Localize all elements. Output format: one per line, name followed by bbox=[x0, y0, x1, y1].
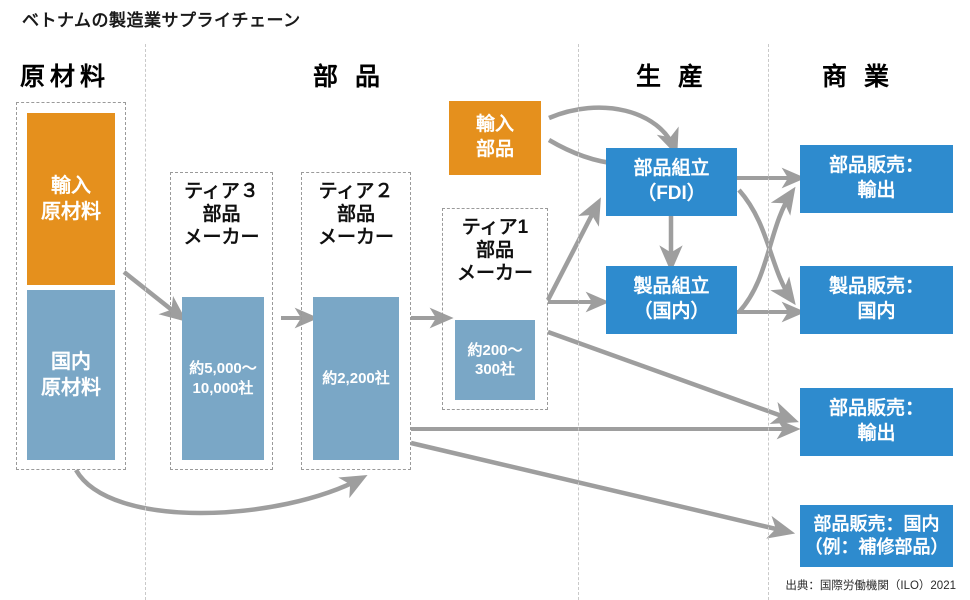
node-imported-parts[interactable]: 輸入 部品 bbox=[449, 101, 541, 175]
column-separator-2 bbox=[578, 44, 579, 600]
node-tier3-count[interactable]: 約5,000〜 10,000社 bbox=[182, 297, 264, 460]
node-product-sales-domestic[interactable]: 製品販売： 国内 bbox=[800, 266, 953, 334]
node-parts-sales-export-mid[interactable]: 部品販売： 輸出 bbox=[800, 388, 953, 456]
label-tier1: ティア1 部品 メーカー bbox=[456, 217, 533, 285]
node-imported-raw-material[interactable]: 輸入 原材料 bbox=[27, 113, 115, 285]
arrow-tier1-to-fdi bbox=[546, 197, 601, 302]
column-header-production: 生 産 bbox=[636, 63, 708, 91]
source-note: 出典：国際労働機関（ILO）2021 bbox=[785, 580, 956, 592]
node-tier2-count[interactable]: 約2,200社 bbox=[313, 297, 399, 460]
group-tier2 bbox=[301, 172, 411, 470]
node-parts-sales-export-top[interactable]: 部品販売： 輸出 bbox=[800, 145, 953, 213]
node-tier1-count[interactable]: 約200〜 300社 bbox=[455, 320, 535, 400]
arrow-domestic-raw-to-tier2 bbox=[74, 468, 368, 516]
arrow-tier1-to-parts-export-mid bbox=[547, 329, 799, 425]
label-tier3: ティア３ 部品 メーカー bbox=[183, 181, 260, 249]
node-domestic-raw-material[interactable]: 国内 原材料 bbox=[27, 290, 115, 460]
column-header-parts: 部 品 bbox=[313, 63, 385, 91]
label-tier2: ティア２ 部品 メーカー bbox=[317, 181, 394, 249]
arrow-raw-to-tier3 bbox=[122, 270, 187, 322]
arrow-imported-parts-to-fdi-upper bbox=[548, 105, 679, 156]
node-parts-assembly-fdi[interactable]: 部品組立 （FDI） bbox=[606, 148, 737, 216]
node-product-assembly-domestic[interactable]: 製品組立 （国内） bbox=[606, 266, 737, 334]
column-header-commerce: 商 業 bbox=[822, 63, 894, 91]
group-tier1 bbox=[442, 208, 548, 410]
column-header-raw-materials: 原材料 bbox=[20, 63, 111, 91]
column-separator-1 bbox=[145, 44, 146, 600]
arrow-tier2-to-parts-domestic-repair bbox=[410, 440, 796, 539]
group-raw-materials bbox=[16, 102, 126, 470]
column-separator-3 bbox=[768, 44, 769, 600]
node-parts-sales-domestic-repair[interactable]: 部品販売：国内 （例：補修部品） bbox=[800, 505, 953, 567]
group-tier3 bbox=[170, 172, 273, 470]
arrow-product-assembly-to-parts-export bbox=[737, 186, 796, 314]
page-title: ベトナムの製造業サプライチェーン bbox=[22, 11, 301, 30]
